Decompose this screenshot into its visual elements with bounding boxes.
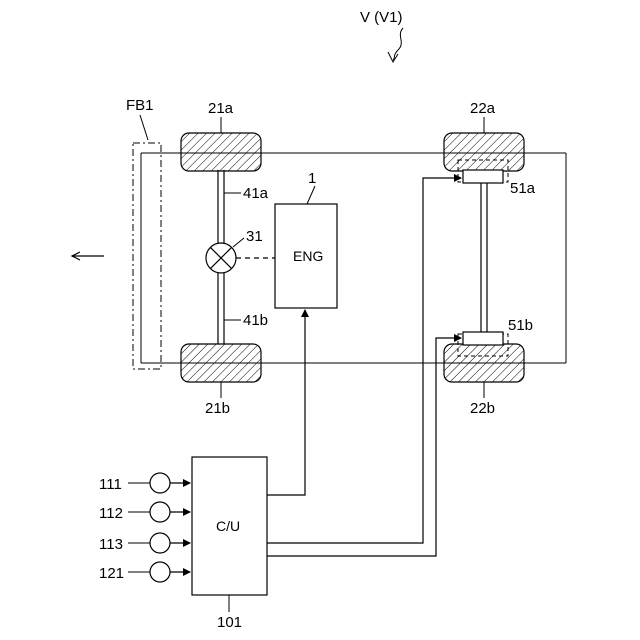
sensor-2-label: 112 xyxy=(99,505,123,522)
wheel-rear-right-label: 22b xyxy=(470,400,495,417)
differential-leader xyxy=(233,238,244,247)
sensor-2: 112 xyxy=(99,502,190,522)
wheel-front-right-label: 21b xyxy=(205,400,230,417)
engine-ref-leader xyxy=(307,186,315,204)
front-bumper-leader xyxy=(140,115,148,140)
wheel-front-left-label: 21a xyxy=(208,100,234,117)
control-unit-ref-label: 101 xyxy=(217,614,242,631)
engine-label: ENG xyxy=(293,248,323,264)
signal-line-engine xyxy=(267,310,305,495)
circle-icon xyxy=(150,562,170,582)
sensor-4: 121 xyxy=(99,562,190,582)
axle-right-label: 41b xyxy=(243,312,268,329)
brake-right-label: 51b xyxy=(508,317,533,334)
sensor-3: 113 xyxy=(99,533,190,553)
vehicle-reference-arrowhead xyxy=(388,52,398,62)
front-bumper-label: FB1 xyxy=(126,97,154,114)
vehicle-reference-leader xyxy=(393,28,403,60)
circle-icon xyxy=(150,473,170,493)
axle-left-label: 41a xyxy=(243,185,269,202)
differential-label: 31 xyxy=(246,228,263,245)
rear-axle xyxy=(481,183,487,333)
cross-circle-icon xyxy=(206,243,236,273)
sensor-1: 111 xyxy=(99,473,190,493)
front-bumper xyxy=(133,143,161,369)
arrow-left-icon xyxy=(72,252,104,260)
wheel-front-right xyxy=(181,344,261,382)
sensor-4-label: 121 xyxy=(99,565,124,582)
signal-line-brake-right xyxy=(267,338,461,556)
wheel-rear-left xyxy=(444,133,524,171)
vehicle-reference-label: V (V1) xyxy=(360,9,403,26)
brake-left-label: 51a xyxy=(510,180,536,197)
wheel-front-left xyxy=(181,133,261,171)
sensor-1-label: 111 xyxy=(99,476,122,493)
sensor-3-label: 113 xyxy=(99,536,123,553)
wheel-rear-right xyxy=(444,344,524,382)
circle-icon xyxy=(150,502,170,522)
control-unit-label: C/U xyxy=(216,518,240,534)
engine-ref-label: 1 xyxy=(308,170,316,187)
wheel-rear-left-label: 22a xyxy=(470,100,496,117)
circle-icon xyxy=(150,533,170,553)
